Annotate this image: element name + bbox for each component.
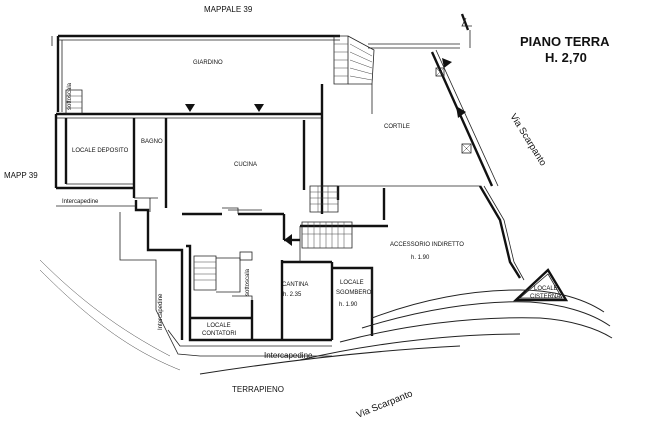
road-curves: [199, 289, 613, 375]
interior-stair-east: [301, 221, 353, 249]
room-cantina-height: h. 2.35: [283, 292, 302, 298]
floor-height: H. 2,70: [545, 50, 587, 65]
meter-box-2: [461, 143, 472, 154]
interior-stair-cortile: [309, 185, 339, 213]
garden-boundary: [51, 13, 472, 112]
floor-name: PIANO TERRA: [520, 34, 610, 49]
sottoscala-top-stair: [65, 89, 83, 115]
street-right-label: Via Scarpanto: [507, 112, 548, 168]
terrapieno-label: TERRAPIENO: [232, 385, 284, 394]
mapp-left-label: MAPP 39: [4, 171, 38, 180]
room-accessorio-height: h. 1.90: [411, 255, 430, 261]
cisterna-block: [512, 268, 569, 302]
intercapedine-walls: [39, 205, 332, 371]
building-walls: [54, 112, 480, 342]
room-cisterna-line2: CISTERNA: [530, 294, 560, 300]
room-accessorio-name: ACCESSORIO INDIRETTO: [390, 242, 464, 248]
room-cucina: CUCINA: [234, 162, 257, 168]
room-sgombero-height: h. 1.90: [339, 302, 358, 308]
mappale-top-label: MAPPALE 39: [204, 5, 253, 14]
room-locale-deposito: LOCALE DEPOSITO: [72, 148, 129, 154]
room-bagno: BAGNO: [141, 139, 163, 145]
door-marker-corridor: [284, 234, 292, 246]
exterior-stair-top: [333, 35, 375, 85]
room-sgombero-line2: SGOMBERO: [336, 290, 372, 296]
cortile-boundary: [320, 49, 525, 281]
door-marker-ramp: [456, 106, 466, 118]
room-contatori-line2: CONTATORI: [202, 331, 237, 337]
meter-box-1: [435, 67, 445, 77]
opening-markers: [185, 58, 472, 246]
room-giardino: GIARDINO: [193, 60, 223, 66]
room-cantina-name: CANTINA: [282, 282, 308, 288]
intercapedine-vertical-label: Intercapedine: [158, 293, 164, 330]
room-contatori-line1: LOCALE: [207, 323, 231, 329]
room-sgombero-line1: LOCALE: [340, 280, 364, 286]
sottoscala-stair-label: sottoscala: [245, 268, 251, 296]
room-cisterna-line1: LOCALE: [534, 286, 558, 292]
window-marker-2: [254, 104, 264, 112]
sottoscala-top-label: sottoscala: [67, 82, 73, 110]
room-cortile: CORTILE: [384, 124, 410, 130]
window-marker-1: [185, 104, 195, 112]
door-marker-top: [442, 58, 452, 68]
intercapedine-left-label: Intercapedine: [62, 199, 99, 205]
street-bottom-label: Via Scarpanto: [355, 388, 414, 420]
interior-stair-sottoscala: [193, 251, 253, 300]
intercapedine-bottom-label: Intercapedine: [264, 351, 313, 360]
